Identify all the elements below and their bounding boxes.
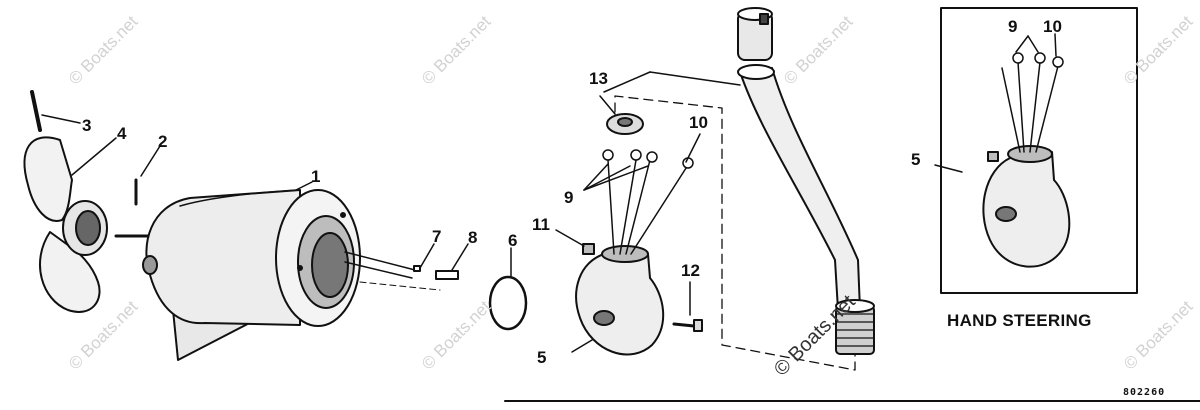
connector-part-8 <box>435 243 469 280</box>
hand-steering-inset <box>934 7 1138 294</box>
callout-9: 9 <box>564 188 574 207</box>
drive-pin-part-2 <box>134 145 161 206</box>
callout-12: 12 <box>681 261 700 280</box>
callout-4: 4 <box>117 124 127 143</box>
callout-10-inset: 10 <box>1043 17 1062 36</box>
callout-5-inset: 5 <box>911 150 921 169</box>
callout-3: 3 <box>82 116 92 135</box>
steering-tube <box>737 7 875 355</box>
callout-11: 11 <box>532 215 550 234</box>
callout-13: 13 <box>589 69 608 88</box>
assembly-path <box>614 95 856 371</box>
bushing-part-11 <box>555 229 595 255</box>
callout-1: 1 <box>311 167 321 186</box>
callout-2: 2 <box>158 132 168 151</box>
figure-code: 802260 <box>1123 387 1166 398</box>
callout-6: 6 <box>508 231 518 250</box>
motor-housing-part-1 <box>114 181 441 361</box>
callout-5: 5 <box>537 348 547 367</box>
callout-7: 7 <box>432 227 442 246</box>
o-ring-part-6 <box>488 247 528 331</box>
screw-part-12 <box>672 281 703 332</box>
callout-10: 10 <box>689 113 708 132</box>
terminal-part-7 <box>413 243 435 272</box>
wire-leads-part-9 <box>583 133 701 255</box>
inset-caption: HAND STEERING <box>947 311 1092 330</box>
cotter-pin-part-3 <box>30 90 81 132</box>
washer-part-13 <box>599 71 741 135</box>
head-housing-part-5 <box>571 245 665 356</box>
propeller-part-4 <box>23 136 117 313</box>
callout-8: 8 <box>468 228 478 247</box>
callout-9-inset: 9 <box>1008 17 1018 36</box>
